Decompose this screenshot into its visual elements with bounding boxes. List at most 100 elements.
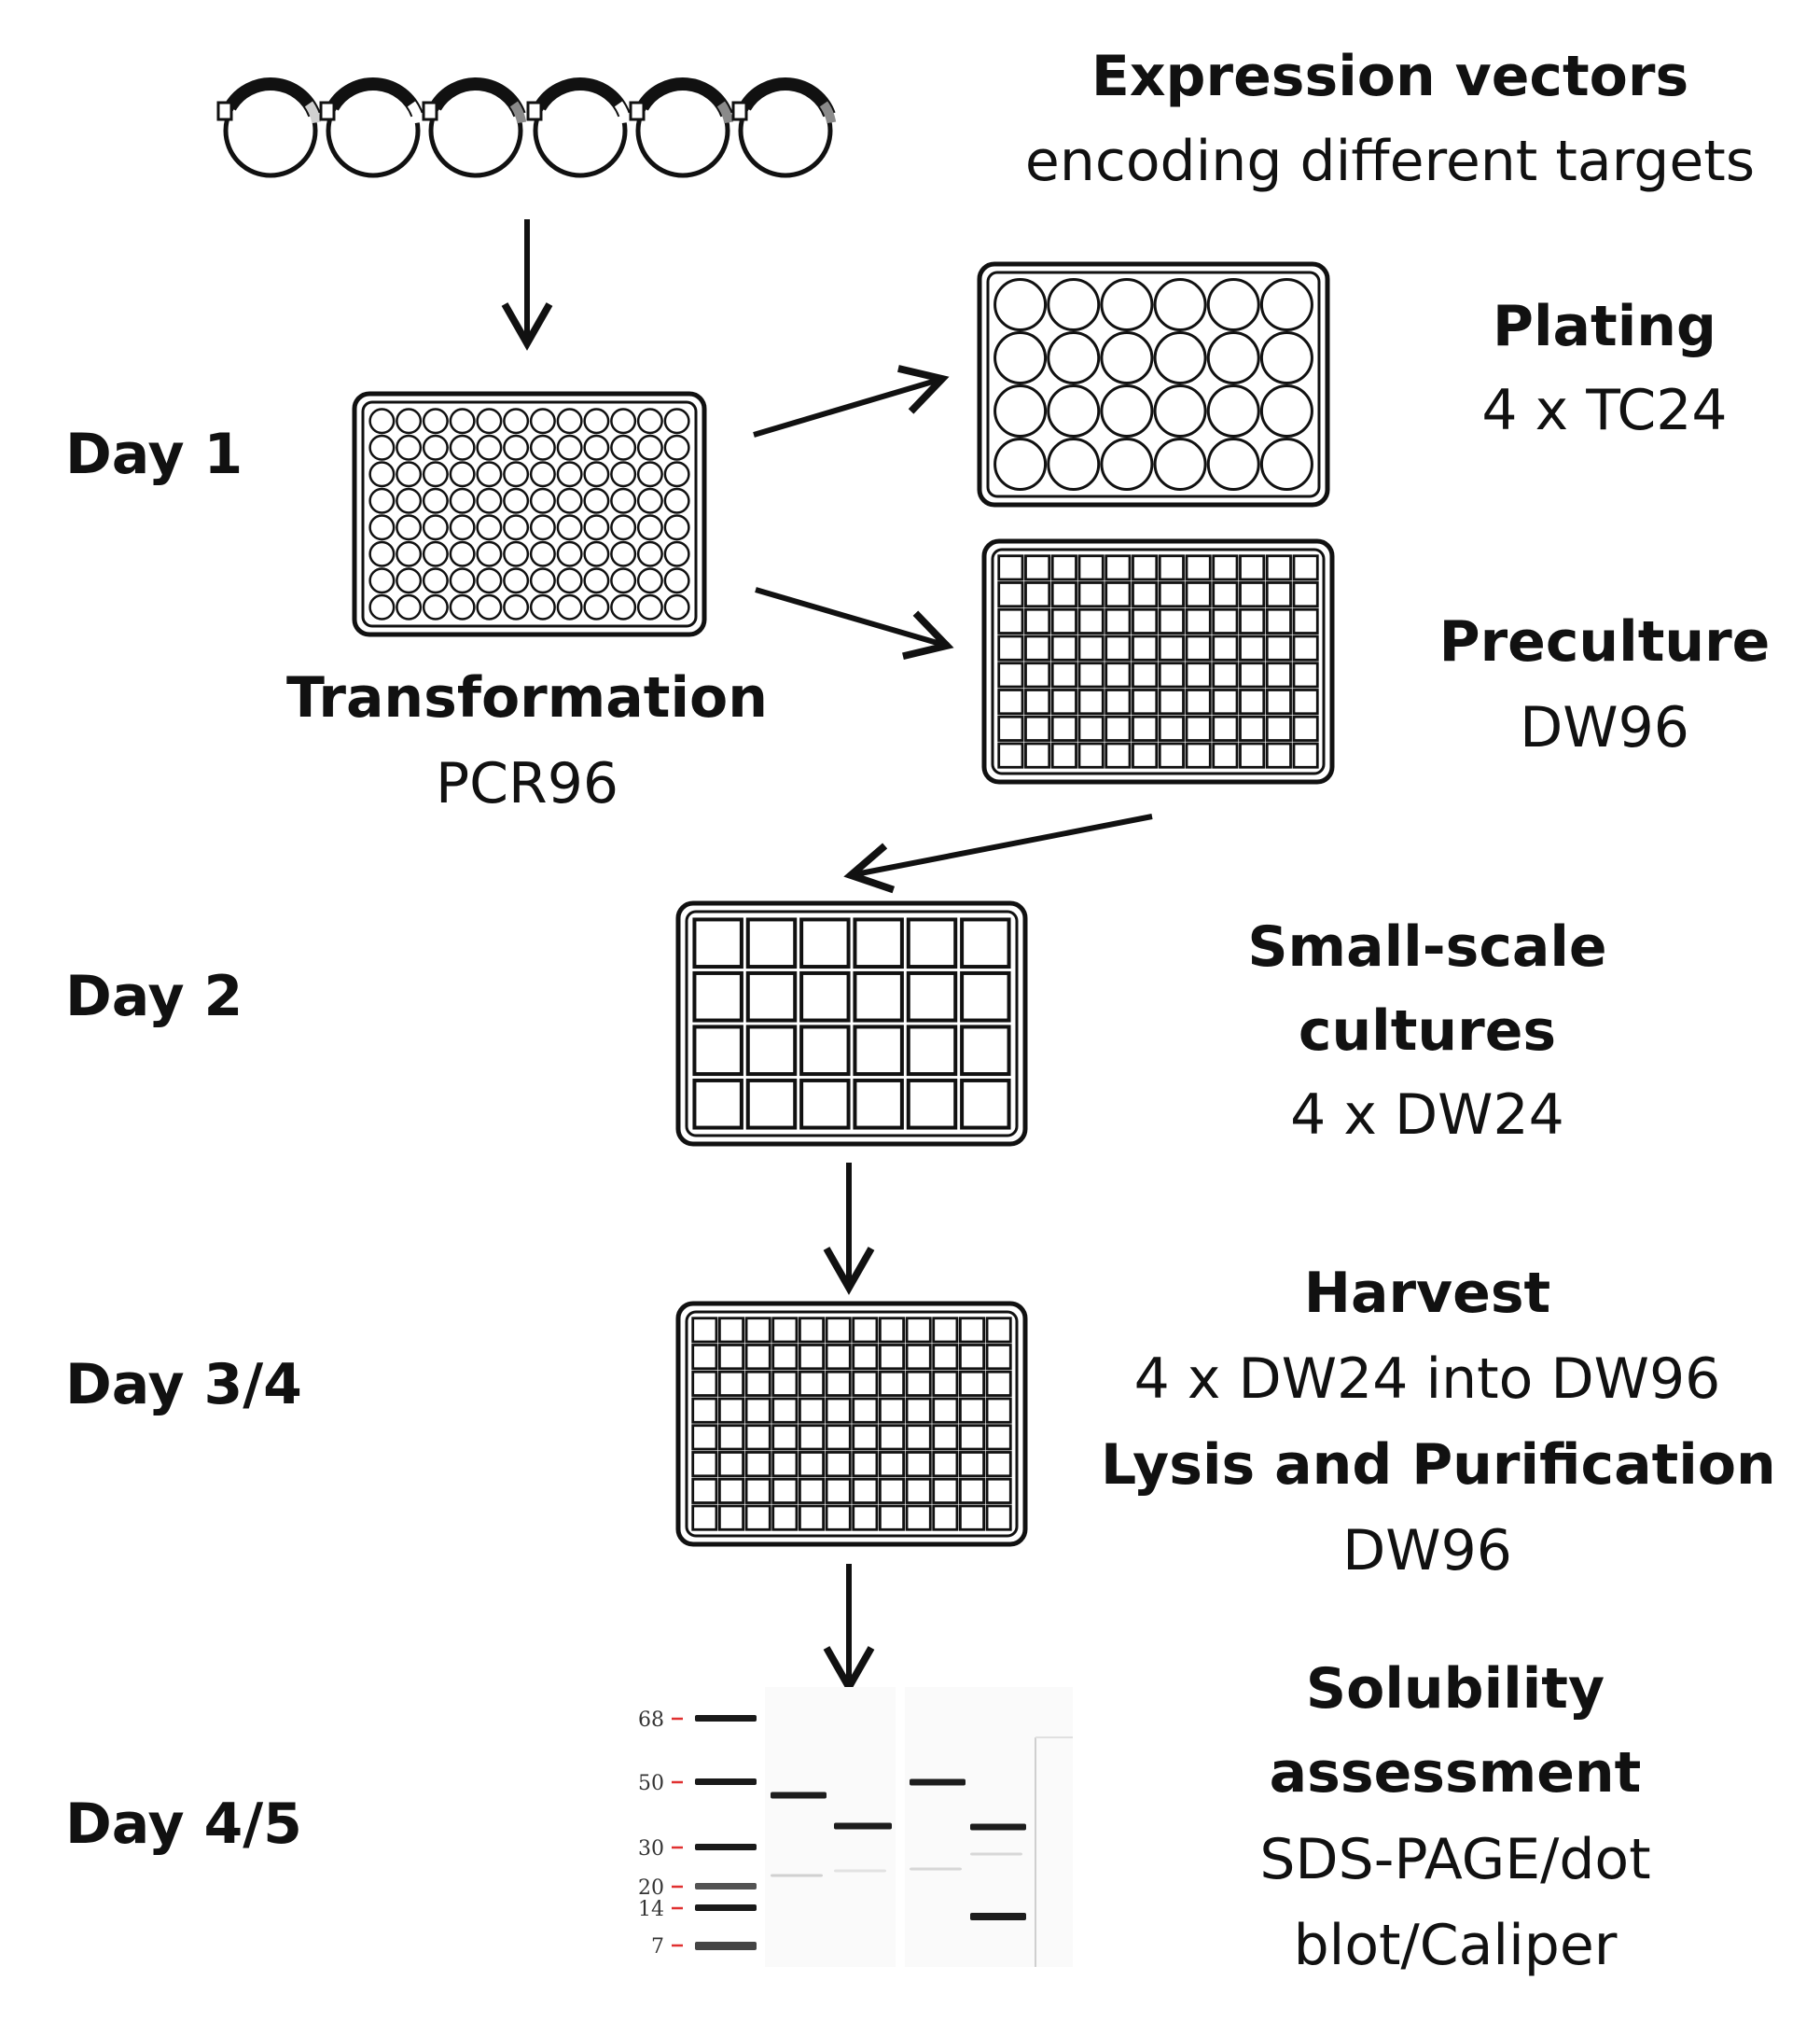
plate-well bbox=[583, 540, 610, 567]
plate-well bbox=[1185, 581, 1212, 608]
day-3-4-label: Day 3/4 bbox=[65, 1352, 302, 1417]
plate-inner-frame bbox=[361, 400, 698, 628]
plate-well bbox=[799, 1025, 851, 1077]
plate-well bbox=[1265, 662, 1292, 689]
plate-well bbox=[529, 593, 556, 621]
plasmid-icon bbox=[422, 77, 527, 178]
plate-well bbox=[1292, 689, 1319, 716]
plate-well bbox=[1132, 689, 1159, 716]
plate-well bbox=[583, 461, 610, 488]
plate-well bbox=[663, 461, 690, 488]
plate-well bbox=[717, 1477, 745, 1504]
plate-well bbox=[1212, 689, 1239, 716]
plate-well bbox=[476, 514, 503, 541]
plate-well bbox=[1212, 742, 1239, 769]
plate-well bbox=[1185, 662, 1212, 689]
plate-well bbox=[1050, 715, 1077, 742]
plate-well bbox=[853, 1025, 904, 1077]
plate-well bbox=[932, 1451, 959, 1478]
plate-well bbox=[771, 1397, 799, 1424]
plate-well bbox=[905, 1344, 932, 1371]
plate-well bbox=[1077, 689, 1105, 716]
plate-well bbox=[878, 1424, 906, 1451]
plate-well bbox=[610, 514, 637, 541]
plate-well bbox=[663, 567, 690, 594]
dw96-preculture-plate bbox=[981, 538, 1335, 785]
plate-well bbox=[825, 1370, 852, 1397]
plate-well bbox=[368, 593, 396, 621]
ladder-label: 68 bbox=[638, 1708, 664, 1732]
plasmid-icon bbox=[629, 77, 734, 178]
plate-well bbox=[1239, 634, 1266, 662]
plate-well bbox=[1206, 438, 1260, 491]
plate-well bbox=[958, 1424, 986, 1451]
plate-well bbox=[932, 1344, 959, 1371]
plate-well bbox=[610, 487, 637, 514]
plate-well bbox=[993, 331, 1048, 384]
plate-well bbox=[368, 487, 396, 514]
plate-well bbox=[878, 1317, 906, 1344]
plate-well bbox=[798, 1477, 826, 1504]
plate-well bbox=[636, 434, 663, 461]
day-2-label: Day 2 bbox=[65, 964, 243, 1029]
plate-well bbox=[556, 593, 583, 621]
plate-well bbox=[1050, 634, 1077, 662]
plate-well bbox=[368, 567, 396, 594]
plate-well bbox=[476, 487, 503, 514]
plasmid-marker bbox=[407, 101, 424, 124]
plate-well bbox=[717, 1344, 745, 1371]
plate-well bbox=[691, 1424, 718, 1451]
plate-well bbox=[636, 593, 663, 621]
plate-well bbox=[636, 487, 663, 514]
plasmid-insert bbox=[224, 77, 321, 118]
plate-well bbox=[503, 593, 530, 621]
plate-well bbox=[905, 1477, 932, 1504]
plate-well bbox=[1077, 581, 1105, 608]
plate-well bbox=[396, 434, 423, 461]
plate-well bbox=[905, 1451, 932, 1478]
dw24-plate bbox=[675, 900, 1028, 1147]
plate-well bbox=[878, 1344, 906, 1371]
plate-well bbox=[825, 1504, 852, 1531]
vectors-subtitle: encoding different targets bbox=[1024, 129, 1756, 194]
ladder-label: 7 bbox=[651, 1935, 664, 1959]
plate-well bbox=[932, 1317, 959, 1344]
plate-well bbox=[985, 1451, 1012, 1478]
plate-well bbox=[905, 1317, 932, 1344]
plate-well bbox=[449, 514, 476, 541]
plate-well bbox=[583, 408, 610, 435]
plate-well bbox=[745, 970, 798, 1023]
plate-well bbox=[1212, 662, 1239, 689]
sample-band bbox=[910, 1778, 966, 1786]
lysis-subtitle: DW96 bbox=[1342, 1518, 1512, 1583]
plate-well bbox=[529, 434, 556, 461]
plate-well bbox=[529, 514, 556, 541]
solubility-subtitle-2: blot/Caliper bbox=[1293, 1913, 1618, 1978]
plate-well bbox=[717, 1504, 745, 1531]
plate-well bbox=[610, 408, 637, 435]
plate-well bbox=[1100, 331, 1154, 384]
plasmid-insert bbox=[429, 77, 526, 118]
plate-well bbox=[449, 434, 476, 461]
plate-well bbox=[878, 1370, 906, 1397]
plate-well bbox=[997, 742, 1024, 769]
plate-well bbox=[1206, 384, 1260, 438]
plate-well bbox=[744, 1397, 771, 1424]
plate-well bbox=[1265, 581, 1292, 608]
plate-well bbox=[744, 1370, 771, 1397]
plate-well bbox=[997, 554, 1024, 581]
plate-well bbox=[396, 540, 423, 567]
plate-well bbox=[771, 1477, 799, 1504]
plate-well bbox=[1265, 742, 1292, 769]
plate-well bbox=[396, 514, 423, 541]
plate-well bbox=[1212, 715, 1239, 742]
small-scale-title-1: Small-scale bbox=[1247, 914, 1607, 980]
plate-well bbox=[798, 1370, 826, 1397]
plate-well bbox=[985, 1344, 1012, 1371]
harvest-subtitle: 4 x DW24 into DW96 bbox=[1133, 1346, 1721, 1412]
plate-well bbox=[997, 662, 1024, 689]
plate-well bbox=[1206, 331, 1260, 384]
plate-well bbox=[997, 715, 1024, 742]
plasmid-promoter bbox=[731, 101, 748, 121]
plate-well bbox=[1185, 554, 1212, 581]
